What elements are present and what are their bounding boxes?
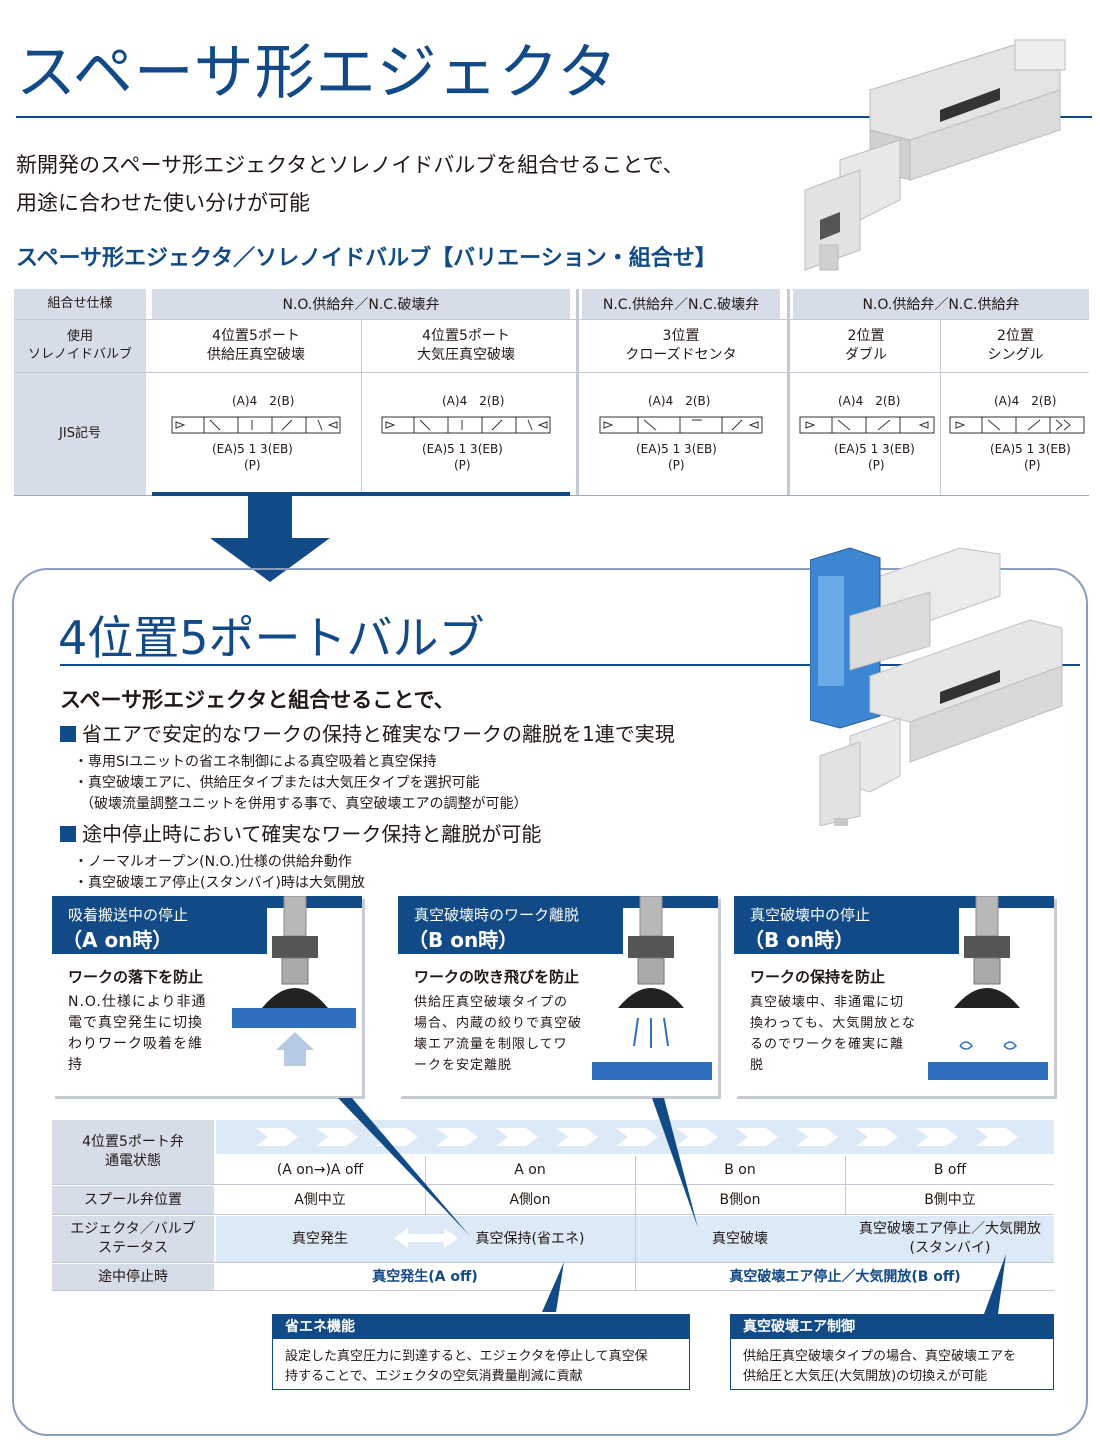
point-1: 省エアで安定的なワークの保持と確実なワークの離脱を1連で実現 (60, 718, 675, 747)
valve-name: 4位置5ポート大気圧真空破壊 (362, 320, 570, 372)
status-row-head: 途中停止時 (52, 1264, 214, 1290)
jis-symbol: (A)4 2(B) (EA)5 1 3(EB) (P) (162, 388, 352, 488)
lead-text: スペーサ形エジェクタと組合せることで、 (60, 688, 455, 712)
point-1-sub: （破壊流量調整ユニットを併用する事で、真空破壊エアの調整が可能） (80, 796, 528, 812)
valve-product-image (810, 547, 1063, 826)
spec-group-2: N.C.供給弁／N.C.破壊弁 (582, 289, 780, 319)
variation-heading: スペーサ形エジェクタ／ソレノイドバルブ【バリエーション・組合せ】 (16, 246, 717, 271)
jis-symbol: (A)4 2(B) (EA)5 1 3(EB) (P) (592, 388, 772, 488)
status-cell: 真空破壊 (712, 1230, 768, 1247)
section-divider (60, 664, 1080, 666)
energized-cell: A on (514, 1161, 546, 1178)
ejector-product-image (804, 39, 1066, 271)
midstop-cell: 真空発生(A off) (372, 1268, 478, 1285)
page-title: スペーサ形エジェクタ (16, 38, 619, 108)
square-bullet-icon (60, 826, 76, 842)
valve-name: 2位置ダブル (793, 320, 939, 372)
valve-name: 3位置クローズドセンタ (582, 320, 780, 372)
intro-text: 新開発のスペーサ形エジェクタとソレノイドバルブを組合せることで、 用途に合わせた… (16, 146, 684, 222)
jis-symbol: (A)4 2(B) (EA)5 1 3(EB) (P) (798, 388, 936, 488)
point-1-sub: ・真空破壊エアに、供給圧タイプまたは大気圧タイプを選択可能 (74, 775, 480, 791)
spool-cell: A側中立 (294, 1191, 346, 1208)
down-arrow-icon (210, 494, 330, 582)
intro-line-1: 新開発のスペーサ形エジェクタとソレノイドバルブを組合せることで、 (16, 153, 684, 177)
vacuum-break-control-box: 真空破壊エア制御 供給圧真空破壊タイプの場合、真空破壊エアを供給圧と大気圧(大気… (730, 1314, 1054, 1390)
energized-cell: B on (724, 1161, 756, 1178)
scenario-card-b-on-release: 真空破壊時のワーク離脱 （B on時） ワークの吹き飛びを防止 供給圧真空破壊タ… (398, 896, 718, 1096)
point-2-sub: ・ノーマルオープン(N.O.)仕様の供給弁動作 (74, 854, 352, 870)
spool-cell: B側on (719, 1191, 761, 1208)
arrow-connector (152, 492, 570, 496)
scenario-card-a-on: 吸着搬送中の停止 （A on時） ワークの落下を防止 N.O.仕様により非通電で… (52, 896, 362, 1096)
row-head-valve: 使用ソレノイドバルブ (14, 320, 146, 372)
section-title: 4位置5ポートバルブ (58, 611, 485, 665)
point-1-sub: ・専用SIユニットの省エネ制御による真空吸着と真空保持 (74, 754, 437, 770)
double-arrow-icon (394, 1228, 458, 1248)
point-2-sub: ・真空破壊エア停止(スタンバイ)時は大気開放 (74, 875, 365, 891)
row-head-spec: 組合せ仕様 (14, 289, 146, 319)
scenario-card-b-on-stop: 真空破壊中の停止 （B on時） ワークの保持を防止 真空破壊中、非通電に切換わ… (734, 896, 1054, 1096)
status-cell: 真空保持(省エネ) (475, 1230, 585, 1247)
four-position-panel (12, 568, 1088, 1436)
row-head-jis: JIS記号 (14, 373, 146, 495)
valve-name: 2位置シングル (942, 320, 1089, 372)
intro-line-2: 用途に合わせた使い分けが可能 (16, 191, 310, 215)
title-divider (16, 116, 1092, 118)
energy-saving-box: 省エネ機能 設定した真空圧力に到達すると、エジェクタを停止して真空保持することで… (272, 1314, 690, 1390)
jis-symbol: (A)4 2(B) (EA)5 1 3(EB) (P) (948, 388, 1086, 488)
status-row-head: 4位置5ポート弁通電状態 (52, 1120, 214, 1184)
suction-cup-hold-illustration (232, 896, 356, 1066)
spec-group-1: N.O.供給弁／N.C.破壊弁 (152, 289, 570, 319)
status-cell: 真空発生 (292, 1230, 348, 1247)
suction-cup-release-illustration (592, 896, 712, 1080)
valve-name: 4位置5ポート供給圧真空破壊 (152, 320, 360, 372)
square-bullet-icon (60, 726, 76, 742)
status-row-head: エジェクタ／バルブステータス (52, 1216, 214, 1262)
midstop-cell: 真空破壊エア停止／大気開放(B off) (729, 1268, 961, 1285)
jis-symbol: (A)4 2(B) (EA)5 1 3(EB) (P) (372, 388, 562, 488)
status-cell: 真空破壊エア停止／大気開放(スタンバイ) (859, 1221, 1041, 1256)
suction-cup-open-illustration (928, 896, 1048, 1080)
spool-cell: B側中立 (924, 1191, 976, 1208)
energized-cell: B off (933, 1161, 967, 1178)
spec-group-3: N.O.供給弁／N.C.供給弁 (793, 289, 1089, 319)
status-row-head: スプール弁位置 (52, 1186, 214, 1214)
point-2: 途中停止時において確実なワーク保持と離脱が可能 (60, 818, 541, 847)
energized-cell: (A on→)A off (276, 1161, 364, 1178)
spool-cell: A側on (509, 1191, 551, 1208)
